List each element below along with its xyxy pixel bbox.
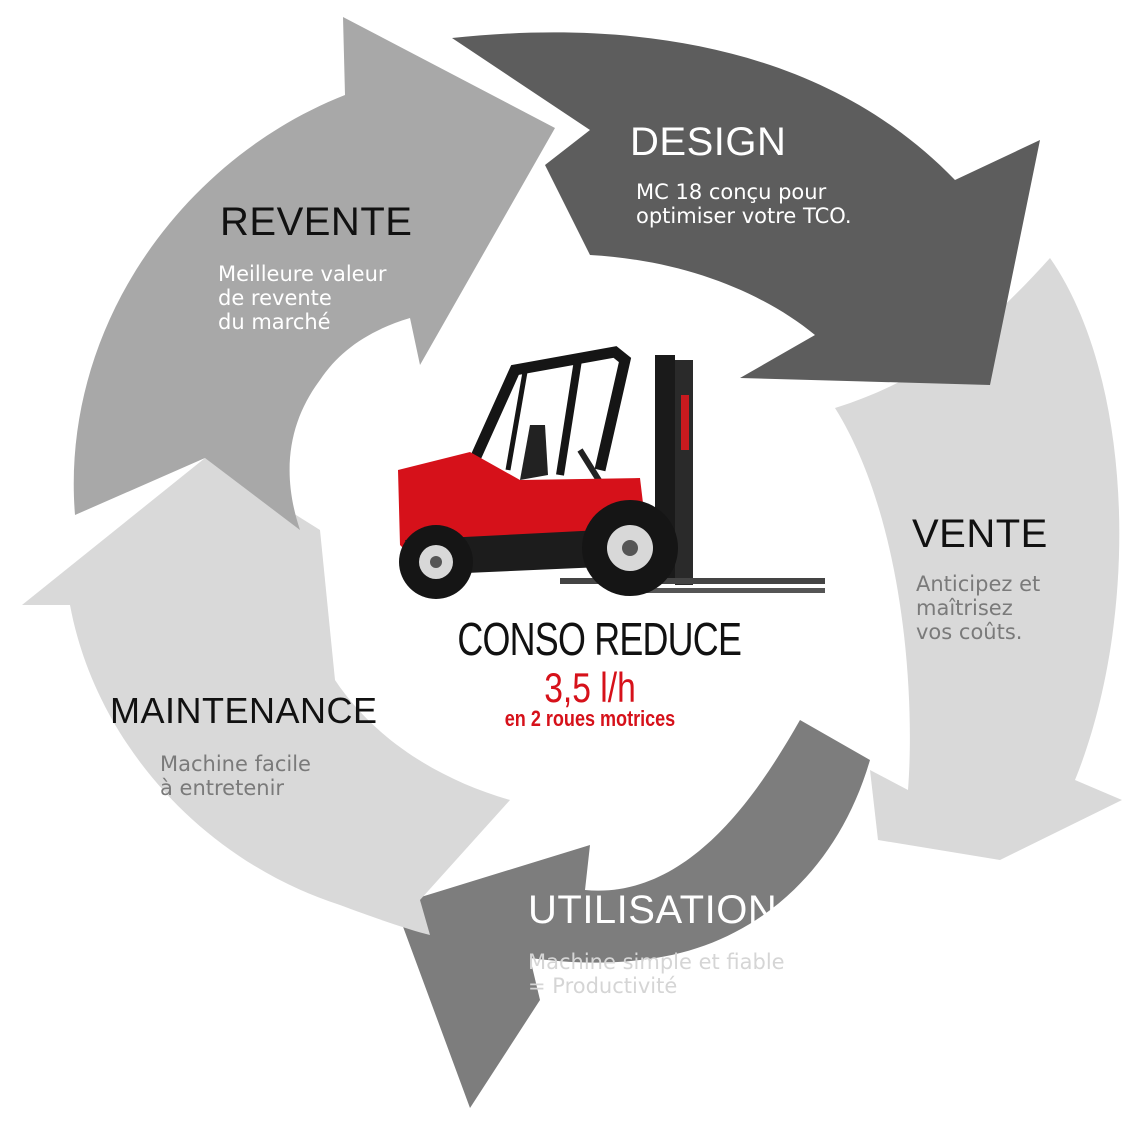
maintenance-line-1: Machine facile (160, 752, 311, 776)
center-block: CONSO REDUCE 3,5 l/h en 2 roues motrices (420, 612, 760, 732)
maintenance-description: Machine facile à entretenir (160, 752, 311, 800)
design-description: MC 18 conçu pour optimiser votre TCO. (636, 180, 852, 228)
revente-line-2: de revente (218, 286, 332, 310)
utilisation-arrow (395, 720, 870, 1108)
design-arrow (452, 32, 1040, 386)
vente-description: Anticipez et maîtrisez vos coûts. (916, 572, 1040, 644)
center-title: CONSO REDUCE (457, 613, 742, 665)
revente-line-3: du marché (218, 310, 331, 334)
utilisation-title: UTILISATION (528, 888, 778, 932)
utilisation-line-2: = Productivité (528, 974, 678, 998)
utilisation-line-1: Machine simple et fiable (528, 950, 785, 974)
maintenance-title: MAINTENANCE (110, 690, 378, 731)
utilisation-description: Machine simple et fiable = Productivité (528, 950, 785, 998)
vente-line-3: vos coûts. (916, 620, 1023, 644)
revente-description: Meilleure valeur de revente du marché (218, 262, 387, 334)
vente-line-1: Anticipez et (916, 572, 1041, 596)
design-title: DESIGN (630, 120, 787, 164)
revente-title: REVENTE (220, 200, 413, 244)
design-line-1: MC 18 conçu pour (636, 180, 827, 204)
revente-arrow (73, 17, 555, 530)
maintenance-line-2: à entretenir (160, 776, 285, 800)
vente-title: VENTE (912, 512, 1048, 556)
consumption-value: 3,5 l/h (544, 664, 636, 711)
center-subtitle: en 2 roues motrices (504, 706, 676, 731)
vente-line-2: maîtrisez (916, 596, 1013, 620)
design-line-2: optimiser votre TCO. (636, 204, 852, 228)
forklift-icon (398, 346, 825, 599)
vente-arrow (835, 258, 1122, 860)
maintenance-arrow (22, 458, 510, 935)
revente-line-1: Meilleure valeur (218, 262, 387, 286)
